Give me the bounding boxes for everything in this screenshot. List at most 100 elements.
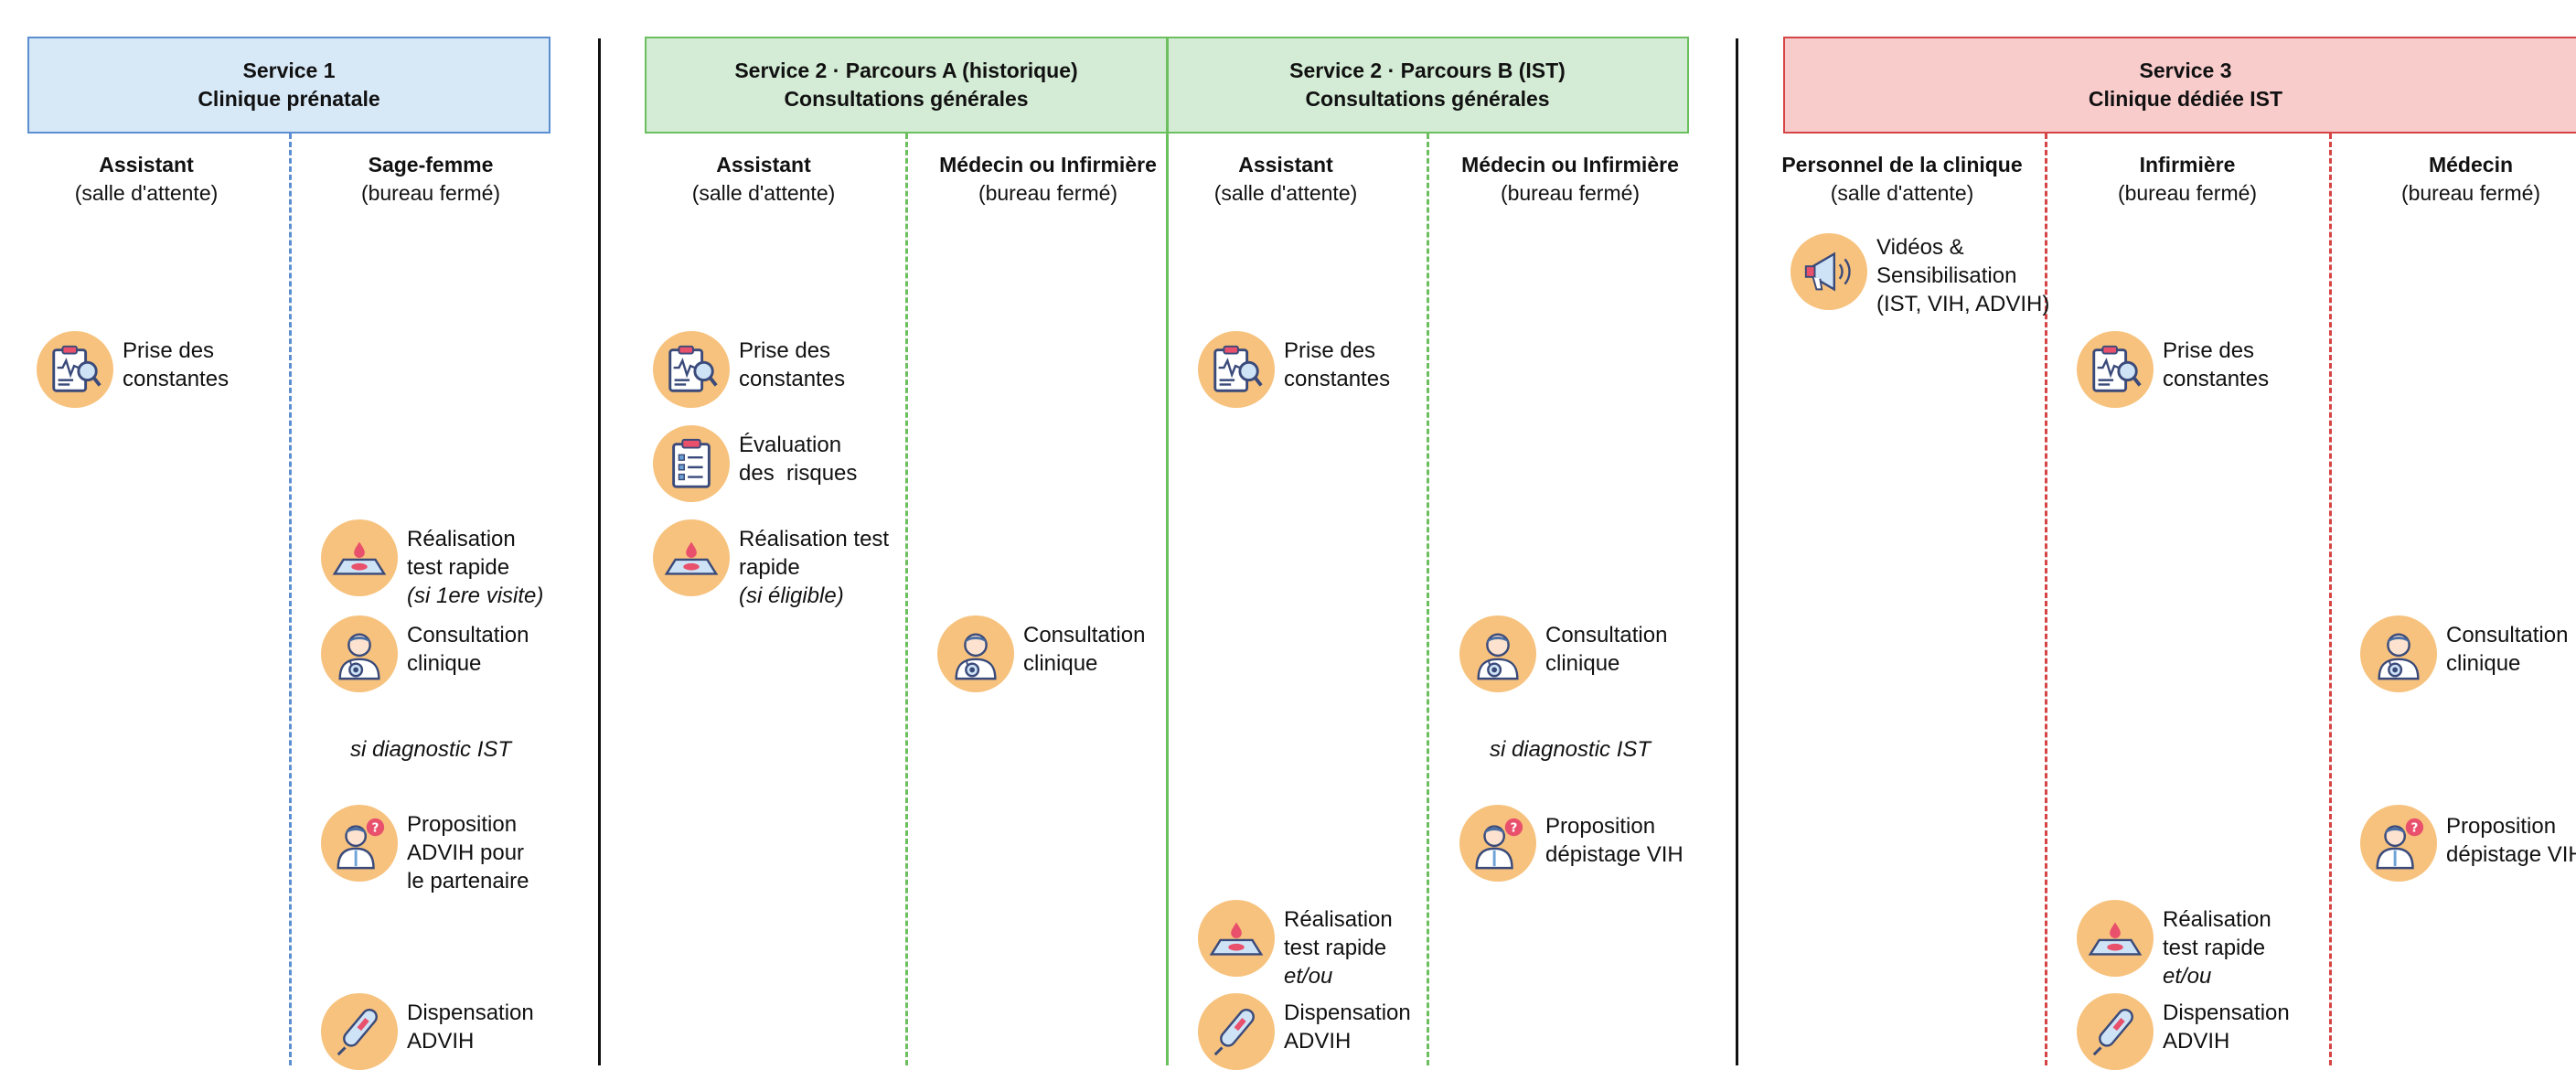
step-label: Dispensation: [2163, 1000, 2290, 1025]
step-consultation: Consultation clinique: [1459, 615, 1667, 692]
step-label: clinique: [407, 651, 482, 676]
column-title: Assistant: [716, 153, 811, 177]
condition-note: si diagnostic IST: [349, 737, 512, 762]
step-label: Prise des: [2163, 338, 2255, 363]
column-subtitle: (bureau fermé): [2400, 181, 2541, 205]
step-proposition-vih: Proposition dépistage VIH: [2360, 805, 2576, 882]
step-label: Réalisation: [1284, 907, 1393, 932]
step-label: Proposition: [407, 812, 518, 837]
step-prise-constantes: Prise des constantes: [2077, 331, 2269, 408]
rapid-test-icon: [2077, 900, 2154, 977]
column-subtitle: (salle d'attente): [1830, 181, 1974, 205]
step-label: Proposition: [2446, 814, 2557, 839]
service-subtitle: Consultations générales: [784, 87, 1029, 111]
step-label: ADVIH: [407, 1029, 475, 1054]
lane-divider: [1427, 134, 1429, 1065]
column-header-sage-femme: Sage-femme (bureau fermé): [361, 151, 500, 208]
service-subtitle: Consultations générales: [1305, 87, 1550, 111]
step-label: ADVIH pour: [407, 840, 525, 865]
step-consultation: Consultation clinique: [937, 615, 1145, 692]
column-title: Personnel de la clinique: [1781, 153, 2023, 177]
step-condition: (si éligible): [739, 583, 844, 608]
column-header-medecin: Médecin (bureau fermé): [2401, 151, 2540, 208]
rapid-test-icon: [321, 519, 398, 596]
step-label: clinique: [1545, 651, 1620, 676]
step-label: test rapide: [1284, 936, 1387, 960]
step-label: Évaluation: [739, 433, 842, 457]
step-label: test rapide: [2163, 936, 2266, 960]
column-subtitle: (salle d'attente): [1213, 181, 1358, 205]
step-label: Consultation: [1545, 623, 1668, 647]
step-label: dépistage VIH: [1545, 842, 1683, 867]
step-label: des risques: [739, 461, 858, 486]
service-separator: [598, 38, 601, 1065]
step-videos-sensibilisation: Vidéos &Sensibilisation(IST, VIH, ADVIH): [1790, 233, 2049, 318]
service-title: Service 1: [242, 59, 336, 82]
service-title: Service 3: [2139, 59, 2232, 82]
service-subtitle: Clinique dédiée IST: [2088, 87, 2283, 111]
step-prise-constantes: Prise des constantes: [1198, 331, 1390, 408]
step-label: Consultation: [2446, 623, 2569, 647]
service-1-header: Service 1 Clinique prénatale: [27, 37, 550, 134]
column-title: Médecin ou Infirmière: [939, 153, 1157, 177]
column-header-personnel: Personnel de la clinique (salle d'attent…: [1781, 151, 2022, 208]
column-subtitle: (bureau fermé): [978, 181, 1118, 205]
doctor-icon: [321, 615, 398, 692]
step-label: clinique: [2446, 651, 2521, 676]
step-label: dépistage VIH: [2446, 842, 2576, 867]
step-label: le partenaire: [407, 869, 529, 893]
step-label: clinique: [1023, 651, 1098, 676]
service-subtitle: Clinique prénatale: [198, 87, 380, 111]
step-label: Réalisation test: [739, 527, 890, 551]
step-label: constantes: [2163, 367, 2270, 391]
step-label: constantes: [1284, 367, 1391, 391]
column-title: Médecin ou Infirmière: [1461, 153, 1679, 177]
step-label: Proposition: [1545, 814, 1656, 839]
column-subtitle: (bureau fermé): [1500, 181, 1641, 205]
step-label: rapide: [739, 555, 800, 580]
pathway-divider: [1166, 37, 1169, 1065]
column-subtitle: (salle d'attente): [74, 181, 219, 205]
step-label: Prise des: [1284, 338, 1376, 363]
column-title: Sage-femme: [368, 153, 494, 177]
column-title: Assistant: [99, 153, 194, 177]
self-test-device-icon: [2077, 993, 2154, 1070]
step-label: Dispensation: [1284, 1000, 1411, 1025]
service-separator: [1736, 38, 1738, 1065]
lane-divider: [905, 134, 908, 1065]
service-2b-header: Service 2 · Parcours B (IST) Consultatio…: [1166, 37, 1689, 134]
rapid-test-icon: [653, 519, 730, 596]
column-header-medecin: Médecin ou Infirmière (bureau fermé): [1461, 151, 1679, 208]
step-label: (IST, VIH, ADVIH): [1876, 292, 2050, 316]
column-header-assistant: Assistant (salle d'attente): [1214, 151, 1358, 208]
vitals-clipboard-icon: [1198, 331, 1275, 408]
service-title: Service 2 · Parcours B (IST): [1289, 59, 1566, 82]
step-label: Réalisation: [407, 527, 516, 551]
column-subtitle: (salle d'attente): [691, 181, 836, 205]
step-connector: et/ou: [1284, 964, 1333, 989]
step-label: Dispensation: [407, 1000, 534, 1025]
vitals-clipboard-icon: [653, 331, 730, 408]
service-2a-header: Service 2 · Parcours A (historique) Cons…: [645, 37, 1168, 134]
column-title: Médecin: [2428, 153, 2514, 177]
checklist-clipboard-icon: [653, 425, 730, 502]
column-subtitle: (bureau fermé): [360, 181, 501, 205]
step-consultation: Consultation clinique: [2360, 615, 2568, 692]
step-label: test rapide: [407, 555, 510, 580]
column-header-assistant: Assistant (salle d'attente): [692, 151, 836, 208]
step-label: ADVIH: [2163, 1029, 2230, 1054]
vitals-clipboard-icon: [37, 331, 113, 408]
step-label: Consultation: [1023, 623, 1146, 647]
column-title: Assistant: [1238, 153, 1333, 177]
column-header-infirmiere: Infirmière (bureau fermé): [2118, 151, 2257, 208]
lane-divider: [289, 134, 292, 1065]
rapid-test-icon: [1198, 900, 1275, 977]
